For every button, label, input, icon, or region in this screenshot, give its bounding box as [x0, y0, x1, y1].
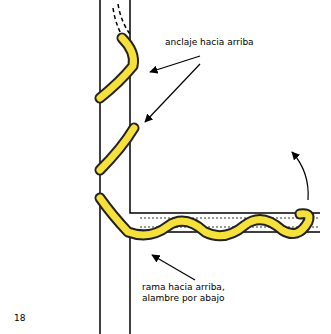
branch-lower-edge: [130, 232, 320, 334]
pointer-arrow: [152, 255, 195, 280]
note-label: anclaje hacia arriba: [165, 37, 315, 48]
pointer-arrow: [150, 56, 200, 72]
stake-right-edge: [130, 0, 320, 213]
pointer-arrow: [145, 64, 200, 122]
upward-arrow: [292, 152, 308, 200]
hidden-wire: [118, 4, 130, 34]
wire-outline: [100, 38, 309, 236]
note-label: rama hacia arriba, alambre por abajo: [142, 282, 262, 304]
figure-number: 18: [14, 313, 44, 324]
tie-wire: [100, 38, 309, 236]
